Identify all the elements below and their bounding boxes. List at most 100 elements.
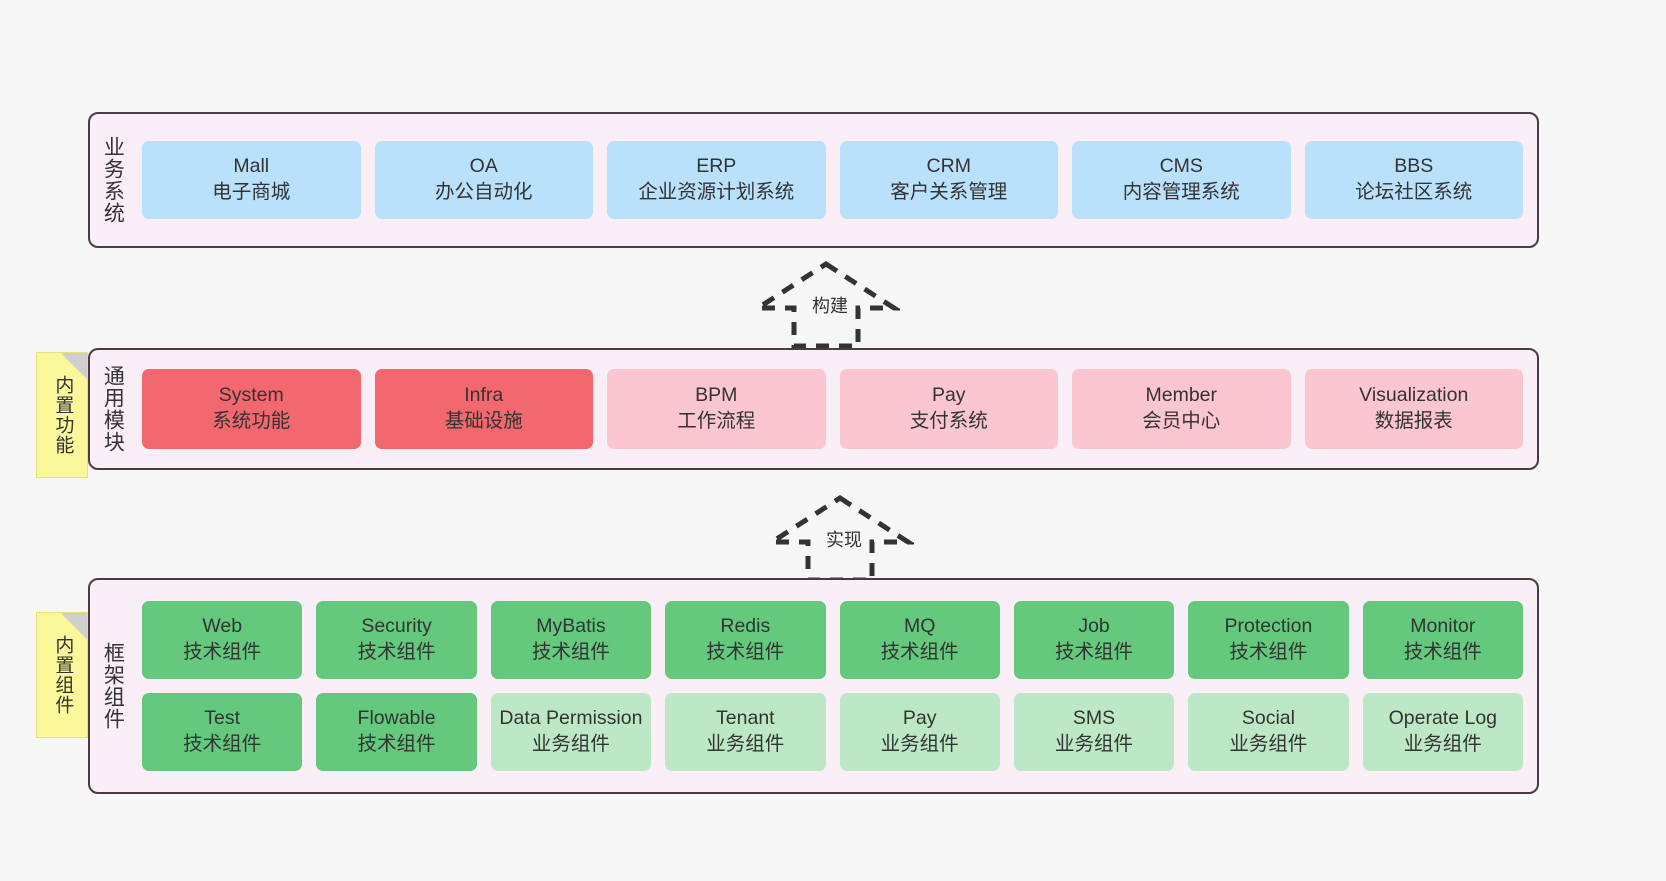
card-mq-en: MQ [903, 615, 936, 638]
card-security-cn: 技术组件 [357, 641, 436, 663]
card-flowable[interactable]: Flowable 技术组件 [316, 693, 477, 771]
card-tenant-en: Tenant [716, 707, 775, 730]
sticky-note-builtin-components-text: 内置组件 [52, 635, 74, 715]
card-crm[interactable]: CRM 客户关系管理 [839, 141, 1058, 219]
card-flowable-en: Flowable [357, 707, 436, 730]
card-pay-component-en: Pay [902, 707, 937, 730]
card-social-cn: 业务组件 [1229, 733, 1308, 755]
card-pay-module-cn: 支付系统 [909, 410, 988, 432]
card-operate-log-en: Operate Log [1388, 707, 1498, 730]
card-crm-en: CRM [926, 155, 971, 178]
card-social-en: Social [1241, 707, 1295, 730]
card-pay-component-cn: 业务组件 [880, 733, 959, 755]
card-data-permission-en: Data Permission [499, 707, 643, 730]
card-operate-log-cn: 业务组件 [1403, 733, 1482, 755]
card-visualization-cn: 数据报表 [1374, 410, 1453, 432]
card-system-cn: 系统功能 [212, 410, 291, 432]
card-cms[interactable]: CMS 内容管理系统 [1072, 141, 1291, 219]
card-oa[interactable]: OA 办公自动化 [374, 141, 593, 219]
card-data-permission[interactable]: Data Permission 业务组件 [490, 693, 652, 771]
card-job[interactable]: Job 技术组件 [1013, 601, 1175, 679]
layer-business-systems: 业务系统 Mall 电子商城 OA 办公自动化 ERP 企业资源计划系统 CRM… [88, 112, 1539, 248]
card-mybatis-cn: 技术组件 [531, 641, 610, 663]
card-mall-en: Mall [233, 155, 270, 178]
card-redis-cn: 技术组件 [706, 641, 785, 663]
card-test[interactable]: Test 技术组件 [142, 693, 303, 771]
card-oa-cn: 办公自动化 [434, 181, 533, 203]
card-security-en: Security [361, 615, 432, 638]
card-monitor[interactable]: Monitor 技术组件 [1362, 601, 1523, 679]
card-web[interactable]: Web 技术组件 [142, 601, 303, 679]
card-infra-en: Infra [464, 384, 504, 407]
card-bbs[interactable]: BBS 论坛社区系统 [1304, 141, 1523, 219]
card-cms-cn: 内容管理系统 [1122, 181, 1240, 203]
sticky-note-builtin-features-text: 内置功能 [52, 375, 74, 455]
layer-common-modules-label: 通用模块 [101, 365, 125, 453]
card-operate-log[interactable]: Operate Log 业务组件 [1362, 693, 1523, 771]
sticky-fold-corner-icon [61, 353, 87, 379]
card-tenant[interactable]: Tenant 业务组件 [665, 693, 826, 771]
card-social[interactable]: Social 业务组件 [1188, 693, 1349, 771]
card-security[interactable]: Security 技术组件 [316, 601, 477, 679]
framework-row-business: Test 技术组件 Flowable 技术组件 Data Permission … [142, 693, 1523, 771]
card-bbs-en: BBS [1394, 155, 1434, 178]
layer-common-modules-cards: System 系统功能 Infra 基础设施 BPM 工作流程 Pay 支付系统… [134, 350, 1537, 468]
card-test-en: Test [204, 707, 241, 730]
arrow-build-label: 构建 [812, 296, 848, 316]
card-visualization[interactable]: Visualization 数据报表 [1304, 369, 1523, 449]
card-flowable-cn: 技术组件 [357, 733, 436, 755]
layer-business-systems-label: 业务系统 [101, 136, 125, 224]
card-protection-en: Protection [1224, 615, 1313, 638]
card-bbs-cn: 论坛社区系统 [1355, 181, 1473, 203]
card-oa-en: OA [469, 155, 498, 178]
card-sms-cn: 业务组件 [1055, 733, 1134, 755]
card-erp[interactable]: ERP 企业资源计划系统 [607, 141, 826, 219]
card-member-cn: 会员中心 [1142, 410, 1221, 432]
card-sms[interactable]: SMS 业务组件 [1013, 693, 1175, 771]
card-mall[interactable]: Mall 电子商城 [142, 141, 361, 219]
card-job-cn: 技术组件 [1055, 641, 1134, 663]
layer-common-modules: 通用模块 System 系统功能 Infra 基础设施 BPM 工作流程 Pay… [88, 348, 1539, 470]
card-mybatis[interactable]: MyBatis 技术组件 [490, 601, 652, 679]
card-mybatis-en: MyBatis [536, 615, 606, 638]
sticky-note-builtin-features: 内置功能 [36, 352, 88, 478]
arrow-implement-label: 实现 [826, 530, 862, 550]
card-member[interactable]: Member 会员中心 [1072, 369, 1291, 449]
card-tenant-cn: 业务组件 [706, 733, 785, 755]
card-protection-cn: 技术组件 [1229, 641, 1308, 663]
card-test-cn: 技术组件 [183, 733, 262, 755]
sticky-fold-corner-icon [61, 613, 87, 639]
card-crm-cn: 客户关系管理 [890, 181, 1008, 203]
card-job-en: Job [1078, 615, 1110, 638]
card-protection[interactable]: Protection 技术组件 [1188, 601, 1349, 679]
card-pay-module[interactable]: Pay 支付系统 [839, 369, 1058, 449]
card-system[interactable]: System 系统功能 [142, 369, 361, 449]
card-sms-en: SMS [1072, 707, 1116, 730]
card-mq-cn: 技术组件 [880, 641, 959, 663]
card-visualization-en: Visualization [1359, 384, 1469, 407]
framework-row-tech: Web 技术组件 Security 技术组件 MyBatis 技术组件 Redi… [142, 601, 1523, 679]
card-web-en: Web [202, 615, 243, 638]
card-data-permission-cn: 业务组件 [531, 733, 610, 755]
card-mq[interactable]: MQ 技术组件 [839, 601, 1000, 679]
card-web-cn: 技术组件 [183, 641, 262, 663]
card-cms-en: CMS [1159, 155, 1203, 178]
card-pay-component[interactable]: Pay 业务组件 [839, 693, 1000, 771]
layer-framework-components-grid: Web 技术组件 Security 技术组件 MyBatis 技术组件 Redi… [134, 580, 1537, 792]
card-erp-cn: 企业资源计划系统 [638, 181, 795, 203]
layer-business-systems-cards: Mall 电子商城 OA 办公自动化 ERP 企业资源计划系统 CRM 客户关系… [134, 114, 1537, 246]
card-infra[interactable]: Infra 基础设施 [374, 369, 593, 449]
sticky-note-builtin-components: 内置组件 [36, 612, 88, 738]
arrow-build-shape [752, 261, 900, 349]
card-mall-cn: 电子商城 [212, 181, 291, 203]
arrow-build [752, 261, 900, 349]
card-bpm-cn: 工作流程 [677, 410, 756, 432]
card-monitor-cn: 技术组件 [1403, 641, 1482, 663]
card-redis-en: Redis [720, 615, 771, 638]
card-bpm[interactable]: BPM 工作流程 [607, 369, 826, 449]
card-monitor-en: Monitor [1410, 615, 1476, 638]
card-member-en: Member [1145, 384, 1218, 407]
card-redis[interactable]: Redis 技术组件 [665, 601, 826, 679]
card-infra-cn: 基础设施 [444, 410, 523, 432]
